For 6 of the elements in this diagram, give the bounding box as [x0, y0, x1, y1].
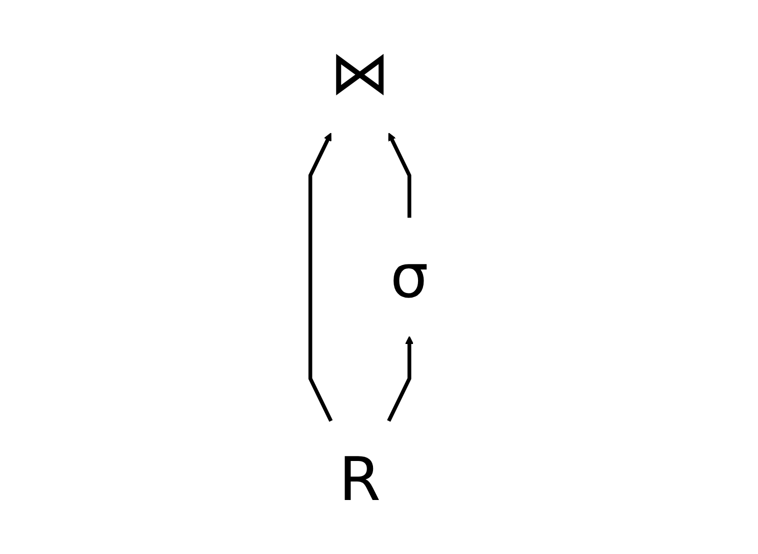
arrow — [388, 132, 412, 218]
symbol-label: R — [338, 445, 381, 515]
symbol-label: σ — [390, 242, 428, 312]
arrow — [308, 132, 333, 422]
symbol-label: ⋈ — [330, 39, 390, 109]
arrow — [386, 336, 414, 422]
